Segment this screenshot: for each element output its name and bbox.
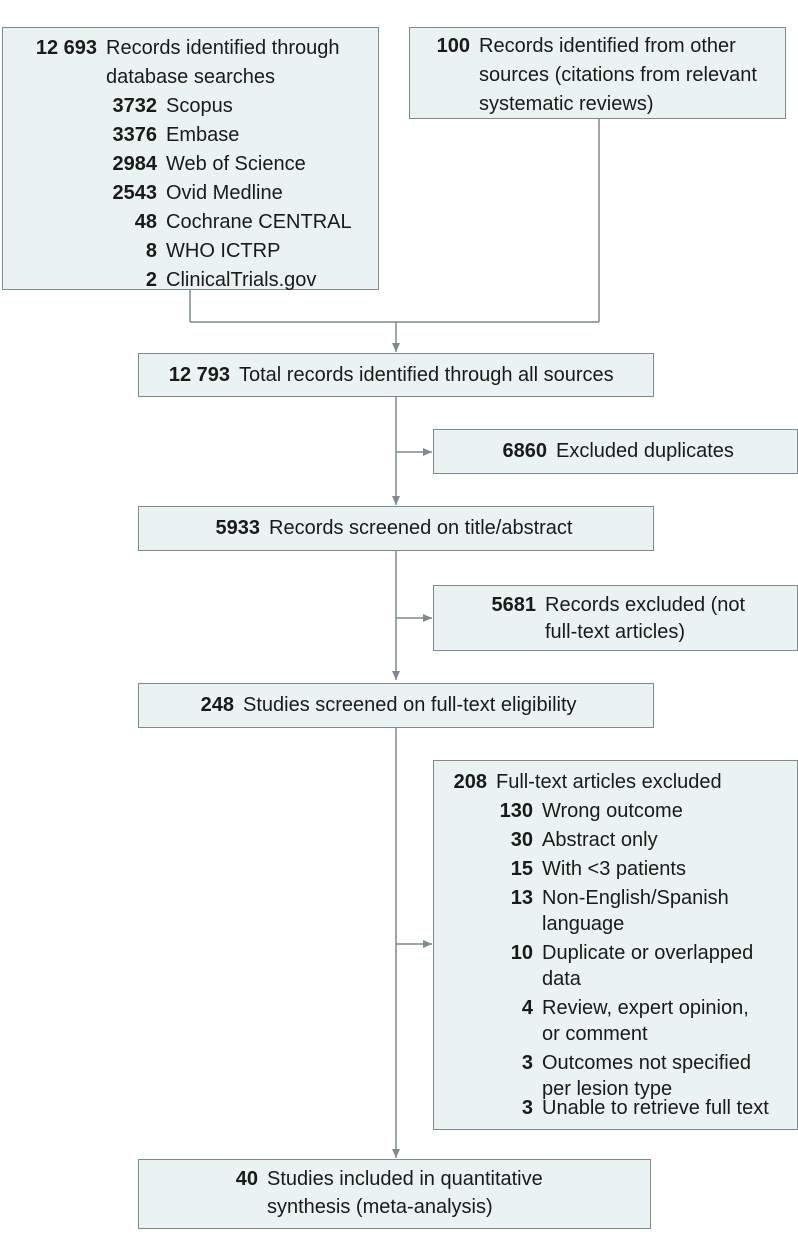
reason-label: Duplicate or overlapped bbox=[542, 942, 754, 964]
excluded-duplicates-box: 6860 Excluded duplicates bbox=[433, 429, 798, 474]
other-label-line3: systematic reviews) bbox=[479, 93, 654, 115]
other-count: 100 bbox=[436, 35, 470, 57]
database-label-line1: Records identified through bbox=[106, 37, 340, 59]
database-count: 12 693 bbox=[35, 37, 97, 59]
reason-label: Abstract only bbox=[542, 829, 658, 851]
other-label-line1: Records identified from other bbox=[479, 35, 736, 57]
reason-count: 130 bbox=[499, 800, 533, 822]
fulltext-screened-box: 248 Studies screened on full-text eligib… bbox=[138, 683, 654, 728]
reason-row: 4 Review, expert opinion, bbox=[434, 994, 749, 1023]
source-count: 2543 bbox=[112, 182, 158, 204]
screened-count: 5933 bbox=[215, 517, 261, 539]
screened-box: 5933 Records screened on title/abstract bbox=[138, 506, 654, 551]
reason-count: 3 bbox=[521, 1052, 533, 1074]
source-row: 2 ClinicalTrials.gov bbox=[3, 266, 317, 295]
excluded-fulltext-label: Full-text articles excluded bbox=[496, 771, 722, 793]
source-row: 3376 Embase bbox=[3, 121, 240, 150]
included-box: 40 Studies included in quantitative synt… bbox=[138, 1159, 651, 1229]
reason-count: 13 bbox=[510, 887, 533, 909]
reason-count: 4 bbox=[521, 997, 533, 1019]
reason-row: 13 Non-English/Spanish bbox=[434, 884, 729, 913]
reason-row: 3 Outcomes not specified bbox=[434, 1049, 751, 1078]
reason-count: 10 bbox=[510, 942, 533, 964]
database-search-box: 12 693 Records identified through databa… bbox=[2, 27, 379, 291]
source-count: 2 bbox=[145, 269, 157, 291]
included-count: 40 bbox=[235, 1168, 258, 1190]
source-label: Embase bbox=[166, 124, 240, 146]
source-row: 2984 Web of Science bbox=[3, 150, 306, 179]
duplicates-label: Excluded duplicates bbox=[556, 440, 734, 462]
reason-label-cont: per lesion type bbox=[542, 1078, 673, 1100]
total-records-box: 12 793 Total records identified through … bbox=[138, 353, 654, 397]
reason-count: 30 bbox=[510, 829, 533, 851]
source-row: 8 WHO ICTRP bbox=[3, 237, 281, 266]
total-count: 12 793 bbox=[168, 364, 230, 386]
excluded-screen-label-line2: full-text articles) bbox=[545, 621, 686, 643]
reason-label-cont: or comment bbox=[542, 1023, 648, 1045]
source-count: 8 bbox=[145, 240, 157, 262]
included-label-line2: synthesis (meta-analysis) bbox=[267, 1196, 493, 1218]
source-row: 48 Cochrane CENTRAL bbox=[3, 208, 352, 237]
other-label-line2: sources (citations from relevant bbox=[479, 64, 757, 86]
duplicates-count: 6860 bbox=[502, 440, 548, 462]
other-sources-box: 100 Records identified from other source… bbox=[409, 27, 786, 119]
source-label: Ovid Medline bbox=[166, 182, 283, 204]
reason-row: 30 Abstract only bbox=[434, 826, 658, 855]
total-label: Total records identified through all sou… bbox=[239, 364, 614, 386]
screened-label: Records screened on title/abstract bbox=[269, 517, 573, 539]
source-count: 3376 bbox=[112, 124, 158, 146]
source-count: 3732 bbox=[112, 95, 158, 117]
source-label: ClinicalTrials.gov bbox=[166, 269, 317, 291]
reason-label-cont: data bbox=[542, 968, 581, 990]
reason-label: Wrong outcome bbox=[542, 800, 683, 822]
reason-label-cont: language bbox=[542, 913, 625, 935]
excluded-screen-label-line1: Records excluded (not bbox=[545, 594, 746, 616]
reason-count: 15 bbox=[510, 858, 533, 880]
reason-label: Outcomes not specified bbox=[542, 1052, 751, 1074]
included-label-line1: Studies included in quantitative bbox=[267, 1168, 543, 1190]
fulltext-count: 248 bbox=[200, 694, 234, 716]
excluded-screen-count: 5681 bbox=[491, 594, 537, 616]
excluded-fulltext-box: 208 Full-text articles excluded 130 Wron… bbox=[433, 760, 798, 1130]
reason-label: With <3 patients bbox=[542, 858, 686, 880]
reason-row: 3 Unable to retrieve full text bbox=[434, 1094, 769, 1123]
database-label-line2: database searches bbox=[106, 66, 276, 88]
excluded-screen-box: 5681 Records excluded (not full-text art… bbox=[433, 585, 798, 651]
source-count: 48 bbox=[134, 211, 157, 233]
reason-count: 3 bbox=[521, 1097, 533, 1119]
excluded-fulltext-count: 208 bbox=[453, 771, 487, 793]
reason-label: Unable to retrieve full text bbox=[542, 1097, 769, 1119]
reason-label: Non-English/Spanish bbox=[542, 887, 729, 909]
source-label: Web of Science bbox=[166, 153, 306, 175]
source-label: Scopus bbox=[166, 95, 233, 117]
source-label: WHO ICTRP bbox=[166, 240, 281, 262]
reason-row: 130 Wrong outcome bbox=[434, 797, 683, 826]
reason-row: 15 With <3 patients bbox=[434, 855, 686, 884]
reason-label: Review, expert opinion, bbox=[542, 997, 749, 1019]
source-row: 3732 Scopus bbox=[3, 92, 233, 121]
source-count: 2984 bbox=[112, 153, 158, 175]
source-row: 2543 Ovid Medline bbox=[3, 179, 283, 208]
reason-row: 10 Duplicate or overlapped bbox=[434, 939, 754, 968]
fulltext-label: Studies screened on full-text eligibilit… bbox=[243, 694, 577, 716]
source-label: Cochrane CENTRAL bbox=[166, 211, 352, 233]
